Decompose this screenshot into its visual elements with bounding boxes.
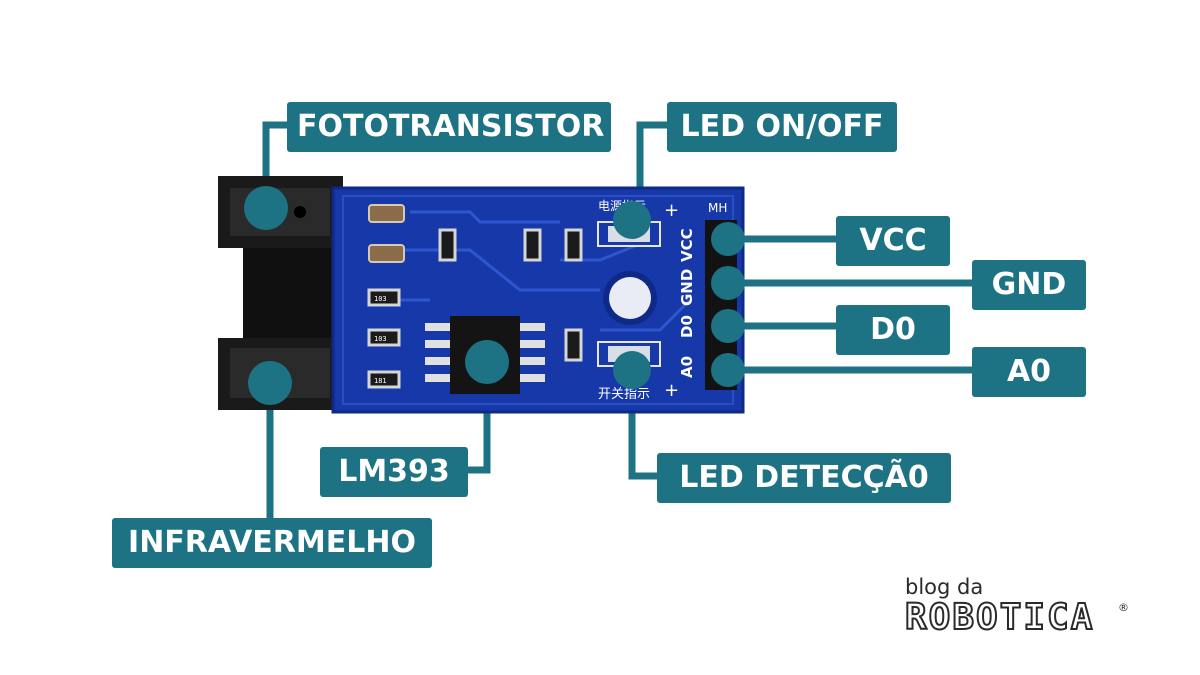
logo-registered: ® xyxy=(1118,601,1129,614)
res-code: 103 xyxy=(374,335,387,343)
label-led-on-off: LED ON/OFF xyxy=(667,102,897,152)
res-code: 181 xyxy=(374,377,387,385)
label-led-deteccao: LED DETECÇÃ0 xyxy=(657,453,951,503)
silk-plus-top: + xyxy=(664,200,679,221)
label-lm393: LM393 xyxy=(320,447,468,497)
callout-dots xyxy=(244,186,745,405)
silk-a0: A0 xyxy=(678,356,696,378)
silk-mh: MH xyxy=(708,201,727,215)
label-a0: A0 xyxy=(972,347,1086,397)
silk-vcc: VCC xyxy=(678,228,696,262)
silk-switch: 开关指示 xyxy=(598,387,650,402)
silk-gnd: GND xyxy=(678,269,696,306)
label-d0: D0 xyxy=(836,305,950,355)
label-gnd: GND xyxy=(972,260,1086,310)
logo-big-text: ROBOTICA xyxy=(904,596,1095,639)
blog-logo: blog da ROBOTICA ® xyxy=(904,575,1130,645)
label-infravermelho: INFRAVERMELHO xyxy=(112,518,432,568)
silk-d0: D0 xyxy=(678,315,696,338)
label-fototransistor: FOTOTRANSISTOR xyxy=(287,102,611,152)
pcb-board: MH 电源指示 开关指示 + + VCC GND D0 A0 103 103 1… xyxy=(331,186,745,414)
res-code: 103 xyxy=(374,295,387,303)
silk-plus-bottom: + xyxy=(664,380,679,401)
logo-small-text: blog da xyxy=(905,575,984,599)
label-vcc: VCC xyxy=(836,216,950,266)
